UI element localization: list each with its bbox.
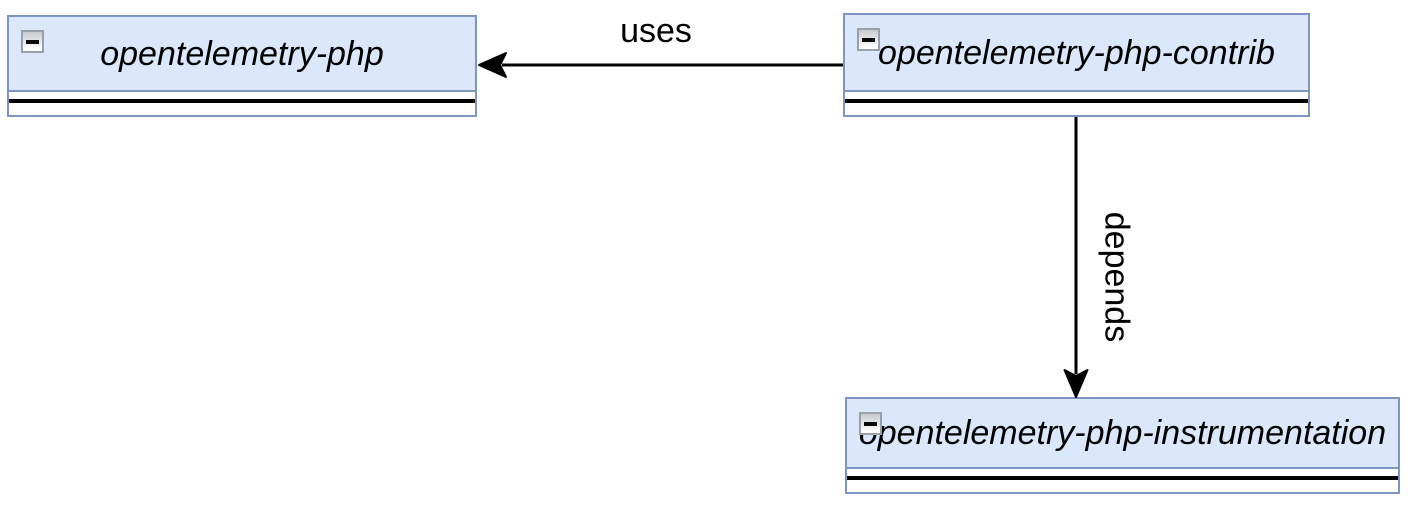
node-title-compartment: opentelemetry-php — [9, 17, 475, 92]
node-sub-compartment — [9, 92, 475, 115]
node-label: opentelemetry-php-instrumentation — [858, 414, 1387, 452]
collapse-button[interactable] — [21, 30, 44, 53]
minus-icon — [862, 37, 875, 42]
node-title-compartment: opentelemetry-php-contrib — [845, 15, 1308, 92]
node-sub-compartment — [845, 92, 1308, 115]
node-opentelemetry-php-contrib[interactable]: opentelemetry-php-contrib — [843, 13, 1310, 117]
compartment-divider-line — [847, 476, 1398, 480]
node-title-compartment: opentelemetry-php-instrumentation — [847, 399, 1398, 469]
edge-label-uses: uses — [620, 12, 692, 50]
node-opentelemetry-php-instrumentation[interactable]: opentelemetry-php-instrumentation — [845, 397, 1400, 494]
node-label: opentelemetry-php-contrib — [878, 33, 1275, 72]
minus-icon — [26, 39, 39, 44]
node-label: opentelemetry-php — [100, 34, 384, 73]
edge-label-depends: depends — [1097, 211, 1136, 343]
node-opentelemetry-php[interactable]: opentelemetry-php — [7, 15, 477, 117]
depends-arrowhead — [1063, 369, 1089, 398]
node-sub-compartment — [847, 469, 1398, 492]
compartment-divider-line — [9, 99, 475, 103]
collapse-button[interactable] — [859, 412, 882, 435]
collapse-button[interactable] — [857, 28, 880, 51]
compartment-divider-line — [845, 99, 1308, 103]
uses-arrowhead — [478, 52, 507, 78]
minus-icon — [864, 421, 877, 426]
